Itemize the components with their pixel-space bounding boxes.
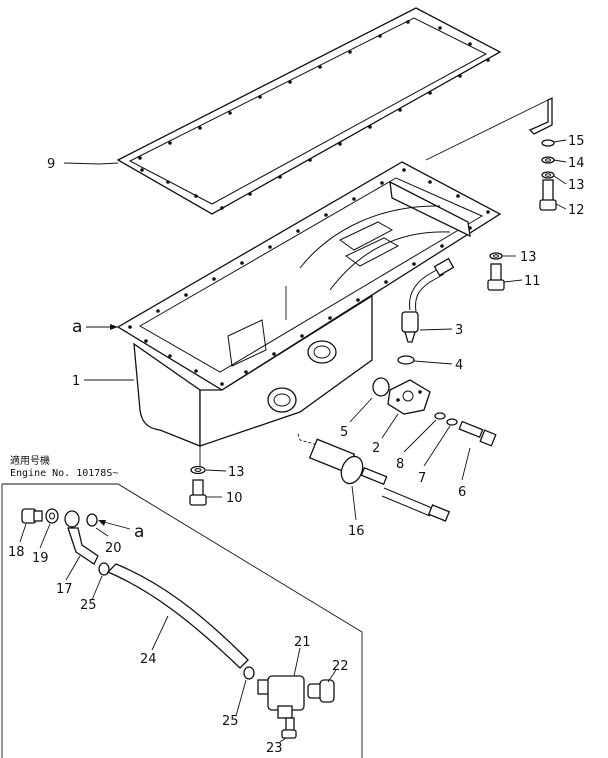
callout-9: 9 [47, 157, 55, 172]
callout-18: 18 [8, 545, 25, 560]
callout-14: 14 [568, 156, 585, 171]
callout-3: 3 [455, 323, 463, 338]
oil-pan-body [116, 161, 502, 447]
leader-lines [19, 139, 567, 743]
guide-clip [528, 96, 553, 135]
callout-13-mid: 13 [520, 250, 537, 265]
lock-washer-13-bottom [190, 465, 206, 475]
o-ring-20 [86, 513, 98, 527]
bolt-10 [189, 479, 207, 506]
callout-24: 24 [140, 652, 157, 667]
callout-7: 7 [418, 471, 426, 486]
lock-washer-13-mid [489, 252, 503, 260]
inset-panel [1, 483, 363, 758]
reference-mark-a-main: a [72, 317, 82, 337]
hose-24 [106, 563, 249, 669]
valve-block-21 [257, 675, 305, 719]
bolt-6 [458, 420, 497, 447]
callout-25-top: 25 [80, 598, 97, 613]
flange-2 [387, 379, 431, 415]
bolt-23 [281, 717, 297, 739]
callout-19: 19 [32, 551, 49, 566]
bolt-12 [539, 179, 557, 211]
bolt-11 [487, 263, 505, 291]
callout-23: 23 [266, 741, 283, 756]
o-ring-25-bottom [243, 666, 255, 680]
reference-arrow-main [92, 324, 118, 330]
washer-14 [541, 156, 555, 164]
callout-1: 1 [72, 374, 80, 389]
sensor-hose-3 [401, 257, 455, 343]
lock-washer-13-top [541, 171, 555, 179]
callout-15: 15 [568, 134, 585, 149]
callout-11: 11 [524, 274, 541, 289]
oil-pan-gasket [99, 7, 502, 215]
callout-13-top: 13 [568, 178, 585, 193]
callout-6: 6 [458, 485, 466, 500]
callout-4: 4 [455, 358, 463, 373]
washer-15 [541, 139, 555, 147]
callout-17: 17 [56, 582, 73, 597]
callout-10: 10 [226, 491, 243, 506]
o-ring-4 [397, 355, 415, 365]
immersion-heater-16 [308, 438, 451, 522]
inset-note-engine-number: Engine No. 10178S~ [10, 468, 118, 479]
reference-mark-a-inset: a [134, 522, 144, 542]
callout-2: 2 [372, 441, 380, 456]
callout-12: 12 [568, 203, 585, 218]
callout-13-bottom: 13 [228, 465, 245, 480]
callout-22: 22 [332, 659, 349, 674]
reference-arrow-inset [98, 520, 131, 530]
o-ring-25-top [98, 562, 110, 576]
cap-22 [307, 679, 335, 703]
callout-21: 21 [294, 635, 311, 650]
inset-note-applicable-units: 適用号機 [10, 454, 50, 467]
lock-washer-8 [434, 412, 446, 420]
washer-7 [446, 418, 458, 426]
callout-16: 16 [348, 524, 365, 539]
drain-plug-18 [21, 508, 43, 524]
callout-8: 8 [396, 457, 404, 472]
o-ring-5 [372, 377, 390, 397]
callout-25-bottom: 25 [222, 714, 239, 729]
callout-20: 20 [105, 541, 122, 556]
gasket-19 [45, 508, 59, 524]
elbow-17 [64, 510, 99, 565]
callout-5: 5 [340, 425, 348, 440]
